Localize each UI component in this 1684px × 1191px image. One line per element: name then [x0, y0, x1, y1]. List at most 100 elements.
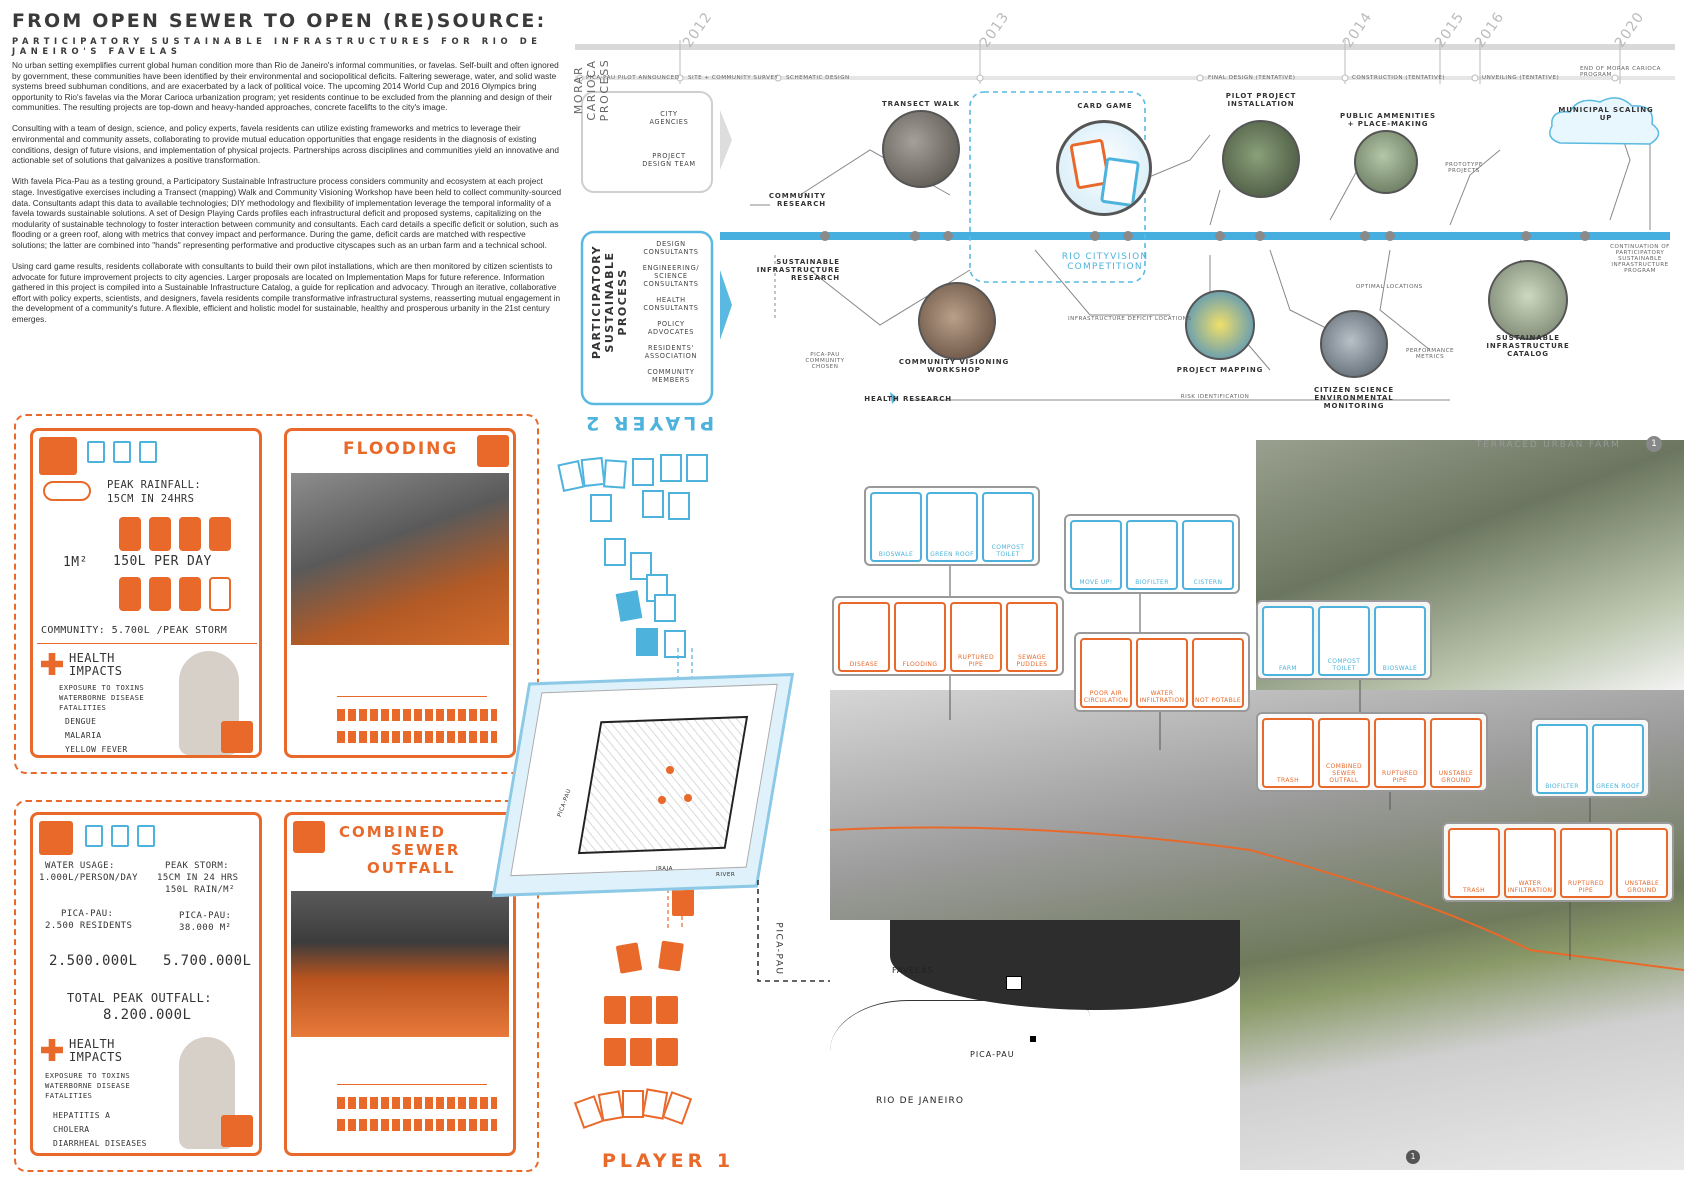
flooding-card[interactable]: FLOODING — [894, 602, 946, 672]
not-potable-card[interactable]: NOT POTABLE — [1192, 638, 1244, 708]
group-leader-lines — [949, 566, 1591, 960]
sewer-stats-card[interactable]: WATER USAGE: 1.000L/PERSON/DAY PEAK STOR… — [30, 812, 262, 1156]
people-icons — [337, 709, 497, 721]
intro-paragraph-3: With favela Pica-Pau as a testing ground… — [12, 176, 562, 250]
total-outfall-label: TOTAL PEAK OUTFALL: — [67, 991, 212, 1005]
peak-storm-rate: 15CM IN 24 HRS — [157, 873, 239, 883]
water-infiltration-label: WATER INFILTRATION — [1507, 880, 1553, 894]
biofilter-card[interactable]: BIOFILTER — [1536, 724, 1588, 794]
year-2014: 2014 — [1339, 9, 1376, 51]
node-transect-walk: TRANSECT WALK — [881, 100, 961, 108]
ruptured-pipe-card[interactable]: RUPTURED PIPE — [1374, 718, 1426, 788]
rio-map — [830, 920, 1240, 1172]
peak-rainfall-value: 15CM IN 24HRS — [107, 493, 195, 505]
poor-air-card[interactable]: POOR AIR CIRCULATION — [1080, 638, 1132, 708]
unstable-ground-card[interactable]: UNSTABLE GROUND — [1616, 828, 1668, 898]
picapau-label-1: PICA-PAU: — [61, 909, 114, 919]
solution-group-3[interactable]: MOVE UP! BIOFILTER CISTERN — [1064, 514, 1240, 594]
area-label: 1M² — [63, 555, 88, 570]
player-1-cards[interactable] — [572, 884, 722, 1144]
picapau-marker — [1006, 976, 1022, 990]
location-dot — [666, 766, 674, 774]
farm-number: 1 — [1646, 436, 1662, 452]
sewage-puddles-label: SEWAGE PUDDLES — [1016, 654, 1048, 668]
area-label: 38.000 M² — [179, 923, 232, 933]
ruptured-pipe-label: RUPTURED PIPE — [957, 654, 994, 668]
year-2016: 2016 — [1471, 9, 1508, 51]
sewage-puddles-card[interactable]: SEWAGE PUDDLES — [1006, 602, 1058, 672]
ruptured-pipe-card[interactable]: RUPTURED PIPE — [1560, 828, 1612, 898]
flooding-icon — [39, 437, 77, 475]
compost-toilet-card[interactable]: COMPOST TOILET — [1318, 606, 1370, 676]
note-performance-metrics: PERFORMANCE METRICS — [1405, 348, 1455, 360]
phase-schematic: SCHEMATIC DESIGN — [786, 75, 850, 81]
sewer-icon — [221, 1115, 253, 1147]
phase-final: FINAL DESIGN (TENTATIVE) — [1208, 75, 1296, 81]
location-dot — [684, 794, 692, 802]
intro-paragraph-4: Using card game results, residents colla… — [12, 261, 561, 324]
total-outfall-value: 8.200.000L — [103, 1007, 192, 1023]
flooding-icon — [477, 435, 509, 467]
intro-paragraph-2: Consulting with a team of design, scienc… — [12, 123, 559, 166]
solution-group-5[interactable]: FARM COMPOST TOILET BIOSWALE — [1256, 600, 1432, 680]
move-up-card[interactable]: MOVE UP! — [1070, 520, 1122, 590]
water-infiltration-card[interactable]: WATER INFILTRATION — [1504, 828, 1556, 898]
cistern-card[interactable]: CISTERN — [1182, 520, 1234, 590]
node-public-amenities: PUBLIC AMMENITIES + PLACE-MAKING — [1340, 112, 1436, 128]
deficit-group-8[interactable]: TRASH WATER INFILTRATION RUPTURED PIPE U… — [1442, 822, 1674, 902]
sewer-title-card[interactable]: COMBINED SEWER OUTFALL — [284, 812, 516, 1156]
sewer-title-2: SEWER — [391, 841, 461, 859]
water-icon — [139, 441, 157, 463]
participatory-item: ENGINEERING/ SCIENCE CONSULTANTS — [642, 264, 700, 288]
cistern-label: CISTERN — [1193, 579, 1223, 586]
disease-item: DIARRHEAL DISEASES — [53, 1139, 147, 1148]
deficit-group-6[interactable]: TRASH COMBINED SEWER OUTFALL RUPTURED PI… — [1256, 712, 1488, 792]
health-title: HEALTH — [69, 651, 115, 665]
solution-group-1[interactable]: BIOSWALE GREEN ROOF COMPOST TOILET — [864, 486, 1040, 566]
unstable-ground-card[interactable]: UNSTABLE GROUND — [1430, 718, 1482, 788]
people-icons — [337, 1119, 497, 1131]
unstable-ground-label: UNSTABLE GROUND — [1624, 880, 1660, 894]
per-day-label: 150L PER DAY — [113, 554, 212, 569]
health-title: HEALTH — [69, 1037, 115, 1051]
trash-card[interactable]: TRASH — [1262, 718, 1314, 788]
residents-label: 2.500 RESIDENTS — [45, 921, 133, 931]
water-jugs — [119, 517, 259, 617]
trash-card[interactable]: TRASH — [1448, 828, 1500, 898]
bioswale-card[interactable]: BIOSWALE — [870, 492, 922, 562]
player-2-cards[interactable] — [556, 448, 756, 678]
biofilter-card[interactable]: BIOFILTER — [1126, 520, 1178, 590]
solution-group-7[interactable]: BIOFILTER GREEN ROOF — [1530, 718, 1650, 798]
fatalities-label: FATALITIES — [45, 1091, 93, 1100]
node-project-mapping: PROJECT MAPPING — [1176, 366, 1264, 374]
bioswale-card[interactable]: BIOSWALE — [1374, 606, 1426, 676]
combined-sewer-card[interactable]: COMBINED SEWER OUTFALL — [1318, 718, 1370, 788]
compost-toilet-card[interactable]: COMPOST TOILET — [982, 492, 1034, 562]
flooding-photo — [291, 473, 509, 645]
track-health-research: HEALTH RESEARCH — [864, 395, 952, 403]
terrain-section-line — [830, 826, 1684, 971]
morar-title: MORAR CARIOCA PROCESS — [572, 58, 611, 122]
cloud-icon — [1549, 97, 1660, 145]
farm-card[interactable]: FARM — [1262, 606, 1314, 676]
disease-item: CHOLERA — [53, 1125, 90, 1134]
disease-card[interactable]: DISEASE — [838, 602, 890, 672]
disease-label: DISEASE — [849, 661, 879, 668]
water-infiltration-card[interactable]: WATER INFILTRATION — [1136, 638, 1188, 708]
flooding-title-card[interactable]: FLOODING — [284, 428, 516, 758]
page-title: FROM OPEN SEWER TO OPEN (RE)SOURCE: — [12, 10, 547, 32]
ruptured-pipe-card[interactable]: RUPTURED PIPE — [950, 602, 1002, 672]
disease-item: YELLOW FEVER — [65, 745, 128, 754]
year-2015: 2015 — [1431, 9, 1468, 51]
node-infrastructure-catalog: SUSTAINABLE INFRASTRUCTURE CATALOG — [1486, 334, 1570, 358]
green-roof-card[interactable]: GREEN ROOF — [1592, 724, 1644, 794]
flooding-stats-card[interactable]: PEAK RAINFALL: 15CM IN 24HRS 1M² 150L PE… — [30, 428, 262, 758]
green-roof-card[interactable]: GREEN ROOF — [926, 492, 978, 562]
deficit-group-2[interactable]: DISEASE FLOODING RUPTURED PIPE SEWAGE PU… — [832, 596, 1064, 676]
morar-item-design-team: PROJECT DESIGN TEAM — [642, 152, 696, 168]
player-2-label: PLAYER 2 — [582, 412, 715, 434]
deficit-group-4[interactable]: POOR AIR CIRCULATION WATER INFILTRATION … — [1074, 632, 1250, 712]
pilot-install-photo — [1222, 120, 1300, 198]
rio-landmass — [830, 1000, 1090, 1170]
sewer-title-3: OUTFALL — [367, 859, 456, 877]
